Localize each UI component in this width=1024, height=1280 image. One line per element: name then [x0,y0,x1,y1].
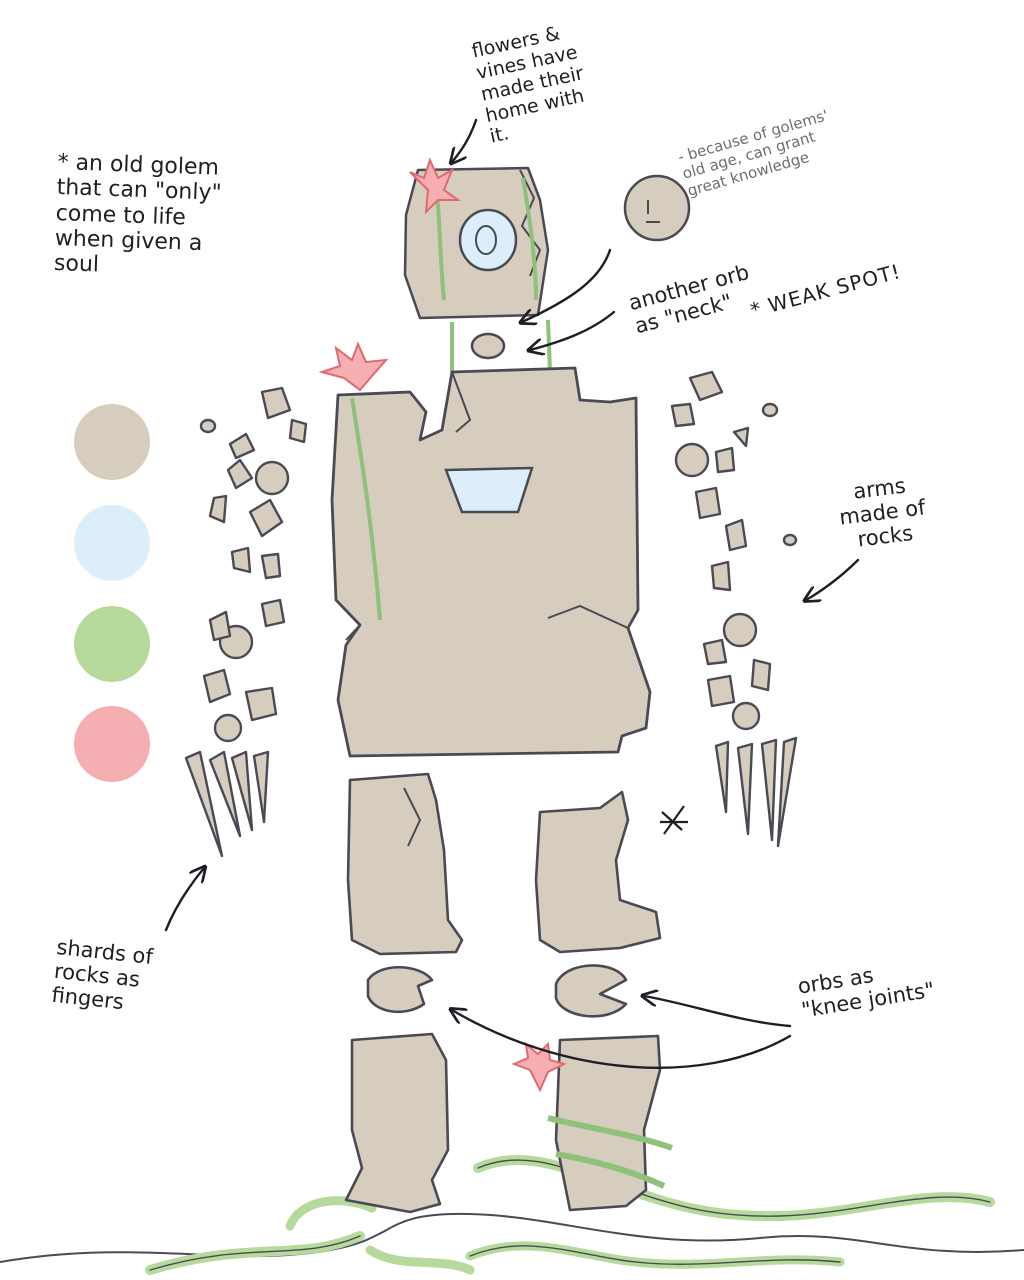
leg-flower-icon [511,1041,567,1093]
swatch-flower [74,706,150,782]
annotation-arrows [164,118,860,1069]
arrow-neck [530,310,616,350]
note-old-golem: * an old golem that can "only" come to l… [53,150,222,278]
note-shard-fingers: shards of rocks as fingers [50,935,155,1015]
right-upper-leg [534,790,662,954]
head-eye-orb [458,208,518,272]
left-arm-rocks [199,386,308,743]
note-arms-rocks: arms made of rocks [837,473,927,552]
arrow-flowers [452,118,478,162]
neck-orb [450,319,552,373]
right-lower-leg [547,1034,674,1212]
star-mark-icon [660,805,688,835]
arrow-knowledge [522,248,612,322]
left-knee-orb [366,965,434,1014]
right-arm-rocks [670,370,798,731]
left-finger-shards [184,750,270,858]
left-upper-leg [346,772,464,956]
arrow-left-knee [452,1010,792,1069]
ground-vines [0,1155,1024,1275]
note-flowers-vines: flowers & vines have made their home wit… [469,22,587,149]
right-knee-orb [554,964,628,1018]
left-lower-leg [344,1032,450,1214]
golem-head [403,166,550,320]
chest-orb [444,466,534,514]
swatch-vine [74,606,150,682]
arrow-fingers [164,868,204,932]
shoulder-flower-icon [318,341,389,392]
swatch-stone [74,404,150,480]
head-flower-icon [409,157,462,215]
knowledge-orb [623,174,691,242]
swatch-orb [74,505,150,581]
arrow-arms [806,558,860,600]
golem-torso [330,366,652,758]
arrow-right-knee [644,996,792,1028]
right-finger-shards [714,736,798,848]
